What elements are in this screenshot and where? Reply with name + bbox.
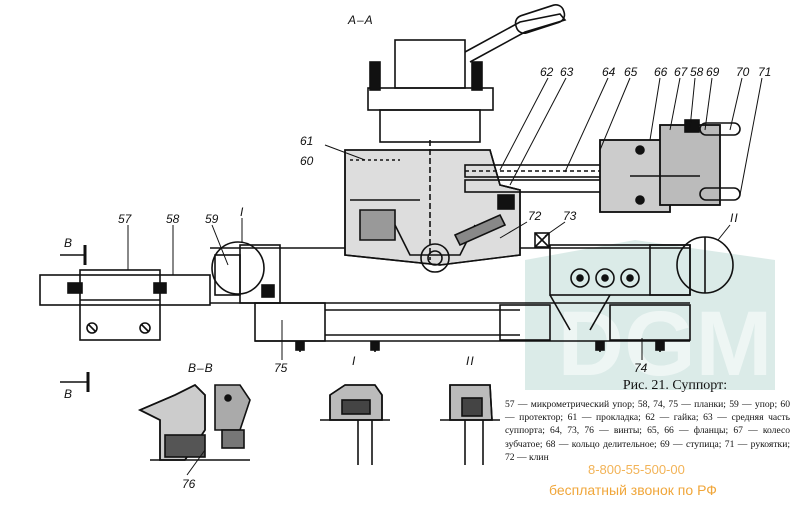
- callout-73: 73: [563, 209, 577, 223]
- callout-75: 75: [274, 361, 288, 375]
- figure-caption-body: 57 — микрометрический упор; 58, 74, 75 —…: [505, 398, 790, 464]
- detail-2-view: [440, 384, 500, 465]
- section-bb-view: [138, 384, 251, 461]
- watermark-phone: 8-800-55-500-00: [588, 462, 685, 477]
- callout-71: 71: [758, 65, 772, 79]
- section-aa-title: А–А: [348, 13, 374, 27]
- left-stop-assembly: [39, 245, 211, 341]
- callout-64: 64: [602, 65, 616, 79]
- callout-59: 59: [205, 212, 219, 226]
- callout-72: 72: [528, 209, 542, 223]
- callout-61: 61: [300, 134, 314, 148]
- right-carriage: [549, 236, 734, 331]
- callout-65: 65: [624, 65, 638, 79]
- support-body-section: [344, 3, 567, 273]
- callout-60: 60: [300, 154, 314, 168]
- figure-caption-text: 57 — микрометрический упор; 58, 74, 75 —…: [505, 399, 790, 463]
- section-b-arrow-top-label: В: [64, 236, 74, 250]
- callout-66: 66: [654, 65, 668, 79]
- callout-58-left: 58: [166, 212, 180, 226]
- callout-69: 69: [706, 65, 720, 79]
- detail-1-view: [320, 384, 390, 465]
- callout-70: 70: [736, 65, 750, 79]
- screw-flange-assembly: [464, 119, 741, 213]
- section-bb-title: В–В: [188, 361, 214, 375]
- guide-bar: [210, 241, 691, 352]
- detail-1-marker: I: [240, 205, 245, 219]
- figure-caption-title: Рис. 21. Суппорт:: [622, 378, 728, 393]
- section-b-arrow-bottom-label: В: [64, 387, 74, 401]
- section-b-arrow-bottom: [60, 372, 90, 392]
- leader-lines: [127, 77, 763, 476]
- callout-63: 63: [560, 65, 574, 79]
- callout-58-top: 58: [690, 65, 704, 79]
- callout-74: 74: [634, 361, 648, 375]
- detail-2-marker: II: [730, 211, 739, 225]
- detail-2-title: II: [466, 354, 475, 368]
- callout-76: 76: [182, 477, 196, 491]
- callout-57: 57: [118, 212, 132, 226]
- callout-62: 62: [540, 65, 554, 79]
- detail-1-title: I: [352, 354, 357, 368]
- watermark-tollfree-text: бесплатный звонок по РФ: [549, 482, 717, 498]
- callout-67: 67: [674, 65, 688, 79]
